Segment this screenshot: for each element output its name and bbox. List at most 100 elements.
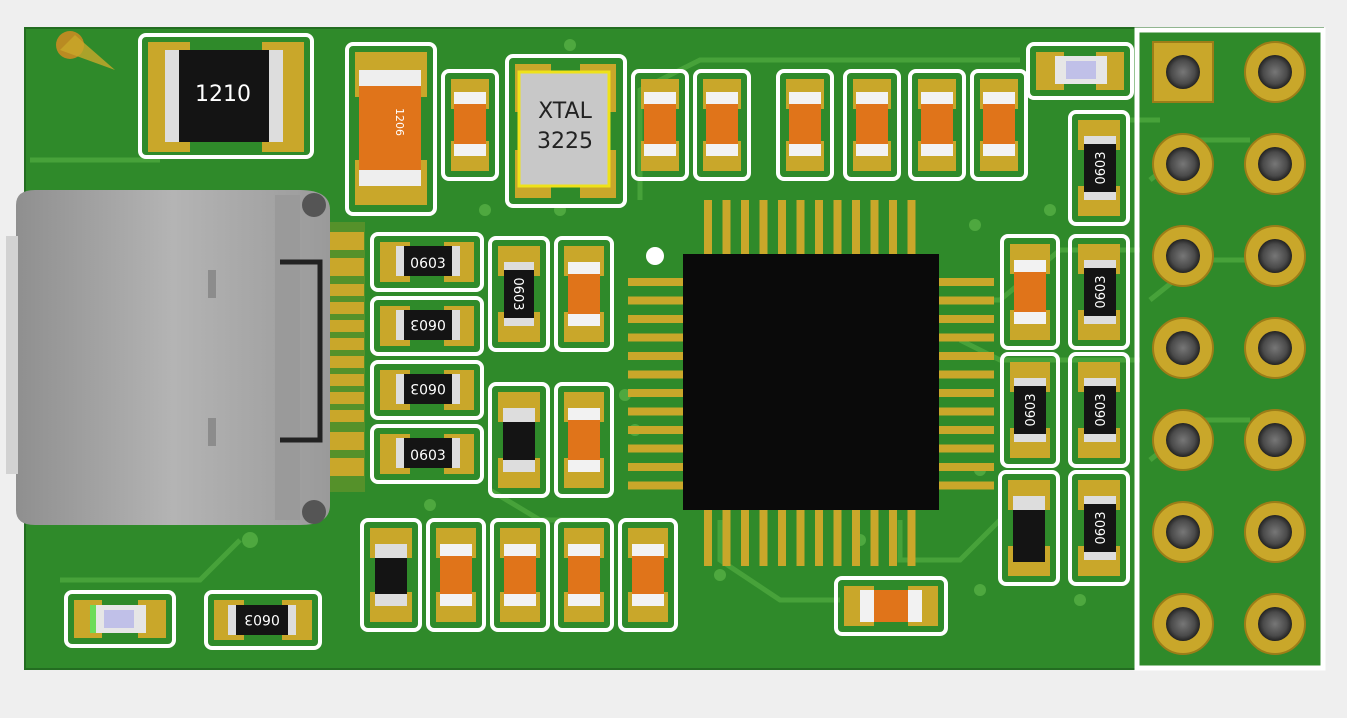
- ic-pin: [936, 352, 994, 360]
- resistor-label: 0603: [510, 277, 525, 310]
- resistor-label: 0603: [410, 316, 446, 332]
- ic-pin: [628, 444, 686, 453]
- header-pin: [1152, 225, 1214, 287]
- resistor-label: 0603: [1094, 151, 1109, 184]
- resistor-label: 0603: [410, 256, 446, 272]
- capacitor-0603: [1000, 234, 1060, 350]
- capacitor-0603: [908, 69, 966, 181]
- ic-pin: [936, 278, 994, 286]
- capacitor-0603: [970, 69, 1028, 181]
- ic-pin: [778, 200, 786, 258]
- ic-pin: [936, 481, 994, 490]
- top-capacitor-row: [441, 69, 1028, 181]
- capacitor-0603: [554, 236, 614, 352]
- ic-pin: [936, 444, 994, 453]
- resistor-label: 0603: [1024, 393, 1039, 426]
- diode: [488, 382, 550, 498]
- diode: [998, 470, 1060, 586]
- ic-pin: [628, 352, 686, 360]
- capacitor-0603: [554, 518, 614, 632]
- ic-pin: [796, 200, 805, 258]
- ic-pin: [870, 508, 879, 566]
- resistor-0603: 0603: [1068, 470, 1130, 586]
- resistor-0603: 0603: [488, 236, 550, 352]
- ic-pin: [815, 200, 823, 258]
- capacitor-0603: [490, 518, 550, 632]
- header-pins: [1152, 41, 1306, 655]
- capacitor-0603: [631, 69, 689, 181]
- header-pin: [1244, 133, 1306, 195]
- header-pin: [1152, 133, 1214, 195]
- bottom-components: [360, 518, 948, 636]
- pin1-marker: [646, 247, 664, 265]
- ic-pin: [936, 463, 994, 471]
- ic-pin: [833, 200, 842, 258]
- header-pin: [1244, 317, 1306, 379]
- main-ic: [628, 200, 994, 566]
- ic-pin: [852, 508, 860, 566]
- capacitor-0603: [441, 69, 499, 181]
- ic-pin: [628, 333, 686, 342]
- label-1206: 1206: [393, 108, 406, 136]
- ic-pin: [628, 407, 686, 416]
- header-pin: [1152, 41, 1214, 103]
- ic-pins: [628, 200, 994, 566]
- right-components: 0603 0603 0603 0603: [998, 110, 1130, 586]
- ic-pin: [833, 508, 842, 566]
- capacitor-0603: [693, 69, 751, 181]
- resistor-0603: 0603: [370, 360, 484, 420]
- header-pin: [1152, 501, 1214, 563]
- resistor-0603: 0603: [1068, 110, 1130, 226]
- ic-pin: [628, 315, 686, 323]
- capacitor-0603: [843, 69, 901, 181]
- ic-pin: [815, 508, 823, 566]
- ic-pin: [796, 508, 805, 566]
- capacitor-1206: 1206: [345, 42, 437, 216]
- ic-pin: [741, 508, 749, 566]
- ic-pin: [936, 407, 994, 416]
- resistor-0603: 0603: [370, 296, 484, 356]
- ic-pin: [778, 508, 786, 566]
- ic-pin: [936, 370, 994, 379]
- ic-pin: [852, 200, 860, 258]
- crystal-3225: XTAL 3225: [505, 54, 627, 208]
- header-pin: [1152, 593, 1214, 655]
- resistor-column-left: 0603 0603 0603 0603: [370, 232, 484, 484]
- ic-pin: [889, 508, 897, 566]
- resistor-0603: 0603: [1000, 352, 1060, 468]
- header-pin: [1244, 409, 1306, 471]
- header-pin: [1244, 501, 1306, 563]
- ic-pin: [936, 333, 994, 342]
- ic-pin: [722, 200, 731, 258]
- ic-pin: [759, 200, 768, 258]
- ic-pin: [628, 481, 686, 490]
- ic-pin: [907, 200, 916, 258]
- capacitor-0603: [554, 382, 614, 498]
- resistor-0603: 0603: [1068, 352, 1130, 468]
- led-top: [1026, 42, 1134, 100]
- crystal-label-line2: 3225: [537, 129, 593, 154]
- label-1210: 1210: [195, 82, 251, 107]
- ic-pin: [759, 508, 768, 566]
- capacitor-0603: [426, 518, 486, 632]
- capacitor-0603: [618, 518, 678, 632]
- ic-pin: [936, 389, 994, 397]
- resistor-0603: 0603: [370, 424, 484, 484]
- ic-pin: [628, 426, 686, 434]
- resistor-label: 0603: [410, 380, 446, 396]
- ic-pin: [628, 389, 686, 397]
- capacitor-0603: [776, 69, 834, 181]
- led-bottom: [64, 590, 176, 648]
- ic-pin: [936, 296, 994, 305]
- ic-pin: [704, 508, 712, 566]
- resistor-0603: 0603: [370, 232, 484, 292]
- resistor-label: 0603: [1094, 511, 1109, 544]
- ic-pin: [628, 296, 686, 305]
- header-pin: [1152, 409, 1214, 471]
- header-pin: [1152, 317, 1214, 379]
- ic-pin: [741, 200, 749, 258]
- ic-pin: [628, 463, 686, 471]
- capacitor-0603-horizontal: [834, 576, 948, 636]
- ic-pin: [870, 200, 879, 258]
